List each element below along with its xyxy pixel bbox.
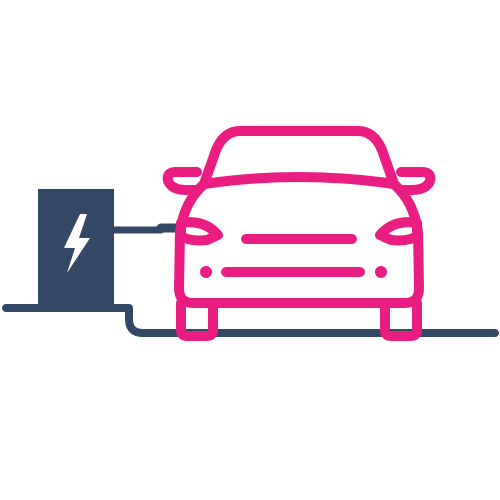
car-front-icon xyxy=(162,126,436,341)
ground-line-icon xyxy=(2,304,499,337)
car-left-wheel xyxy=(176,298,218,341)
lightning-bolt-icon xyxy=(64,214,90,273)
car-right-wheel xyxy=(380,298,422,341)
car-right-headlight xyxy=(375,217,422,246)
car-right-mirror xyxy=(396,167,436,195)
charging-station-icon xyxy=(38,189,114,306)
car-windshield-line xyxy=(199,172,399,189)
car-fog-lamps xyxy=(200,266,387,278)
car-left-headlight xyxy=(176,217,223,246)
car-left-mirror xyxy=(162,167,202,195)
charging-cable-icon xyxy=(110,223,183,234)
